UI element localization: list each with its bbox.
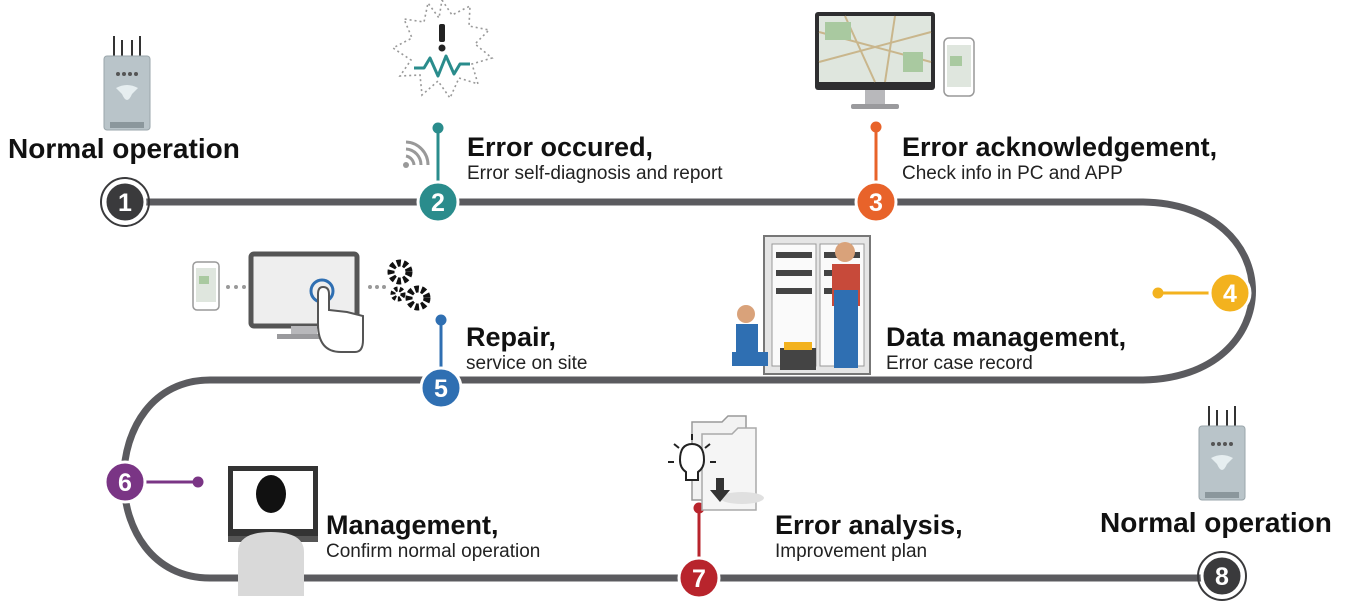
user-monitor-icon [228, 466, 318, 596]
step-number-6: 6 [118, 469, 132, 497]
step-marker-3: 3 [854, 180, 898, 224]
step-number-8: 8 [1215, 563, 1229, 591]
step-3-title: Error acknowledgement, [902, 132, 1218, 162]
step-7-subtitle: Improvement plan [775, 541, 928, 563]
step-5-label: Repair, service on site [466, 322, 587, 375]
step-marker-4: 4 [1208, 271, 1252, 315]
step-2-label: Error occured, Error self-diagnosis and … [467, 132, 723, 185]
step-5-subtitle: service on site [466, 353, 588, 375]
process-path [120, 198, 1256, 582]
step-4-title: Data management, [886, 322, 1127, 352]
technicians-icon [732, 235, 871, 375]
step-marker-5: 5 [419, 366, 463, 410]
monitor-map-icon [815, 12, 935, 109]
step-6-title: Management, [326, 510, 499, 540]
wifi-icon [403, 140, 430, 168]
step-2-subtitle: Error self-diagnosis and report [467, 163, 723, 185]
step-3-subtitle: Check info in PC and APP [902, 163, 1123, 185]
step-4-subtitle: Error case record [886, 353, 1033, 375]
step-7-label: Error analysis, Improvement plan [775, 510, 963, 563]
step-number-1: 1 [118, 189, 132, 217]
step-4-label: Data management, Error case record [886, 322, 1126, 375]
step-marker-8: 8 [1197, 551, 1247, 601]
step-1-title: Normal operation [8, 133, 240, 164]
monitor-touch-icon [248, 251, 364, 353]
step-6-subtitle: Confirm normal operation [326, 541, 541, 563]
device-icon [103, 36, 151, 131]
step-8-title: Normal operation [1100, 507, 1332, 538]
step-2-title: Error occured, [467, 132, 654, 162]
dots-left [226, 285, 246, 289]
step-7-title: Error analysis, [775, 510, 963, 540]
dots-right [368, 285, 386, 289]
alert-burst-icon [391, 0, 494, 100]
device-icon-2 [1198, 406, 1246, 501]
step-marker-1: 1 [100, 177, 150, 227]
step-number-2: 2 [431, 189, 445, 217]
step-number-7: 7 [692, 565, 706, 593]
step-marker-7: 7 [677, 556, 721, 600]
step-6-label: Management, Confirm normal operation [326, 510, 540, 563]
step-number-5: 5 [434, 375, 448, 403]
step-3-label: Error acknowledgement, Check info in PC … [902, 132, 1217, 185]
phone-small-icon [192, 261, 220, 311]
step-marker-2: 2 [416, 180, 460, 224]
step-marker-6: 6 [103, 460, 147, 504]
step-number-4: 4 [1223, 280, 1237, 308]
folder-idea-icon [668, 415, 764, 511]
phone-icon [943, 37, 975, 97]
gears-icon [387, 259, 431, 311]
step-number-3: 3 [869, 189, 883, 217]
step-5-title: Repair, [466, 322, 557, 352]
